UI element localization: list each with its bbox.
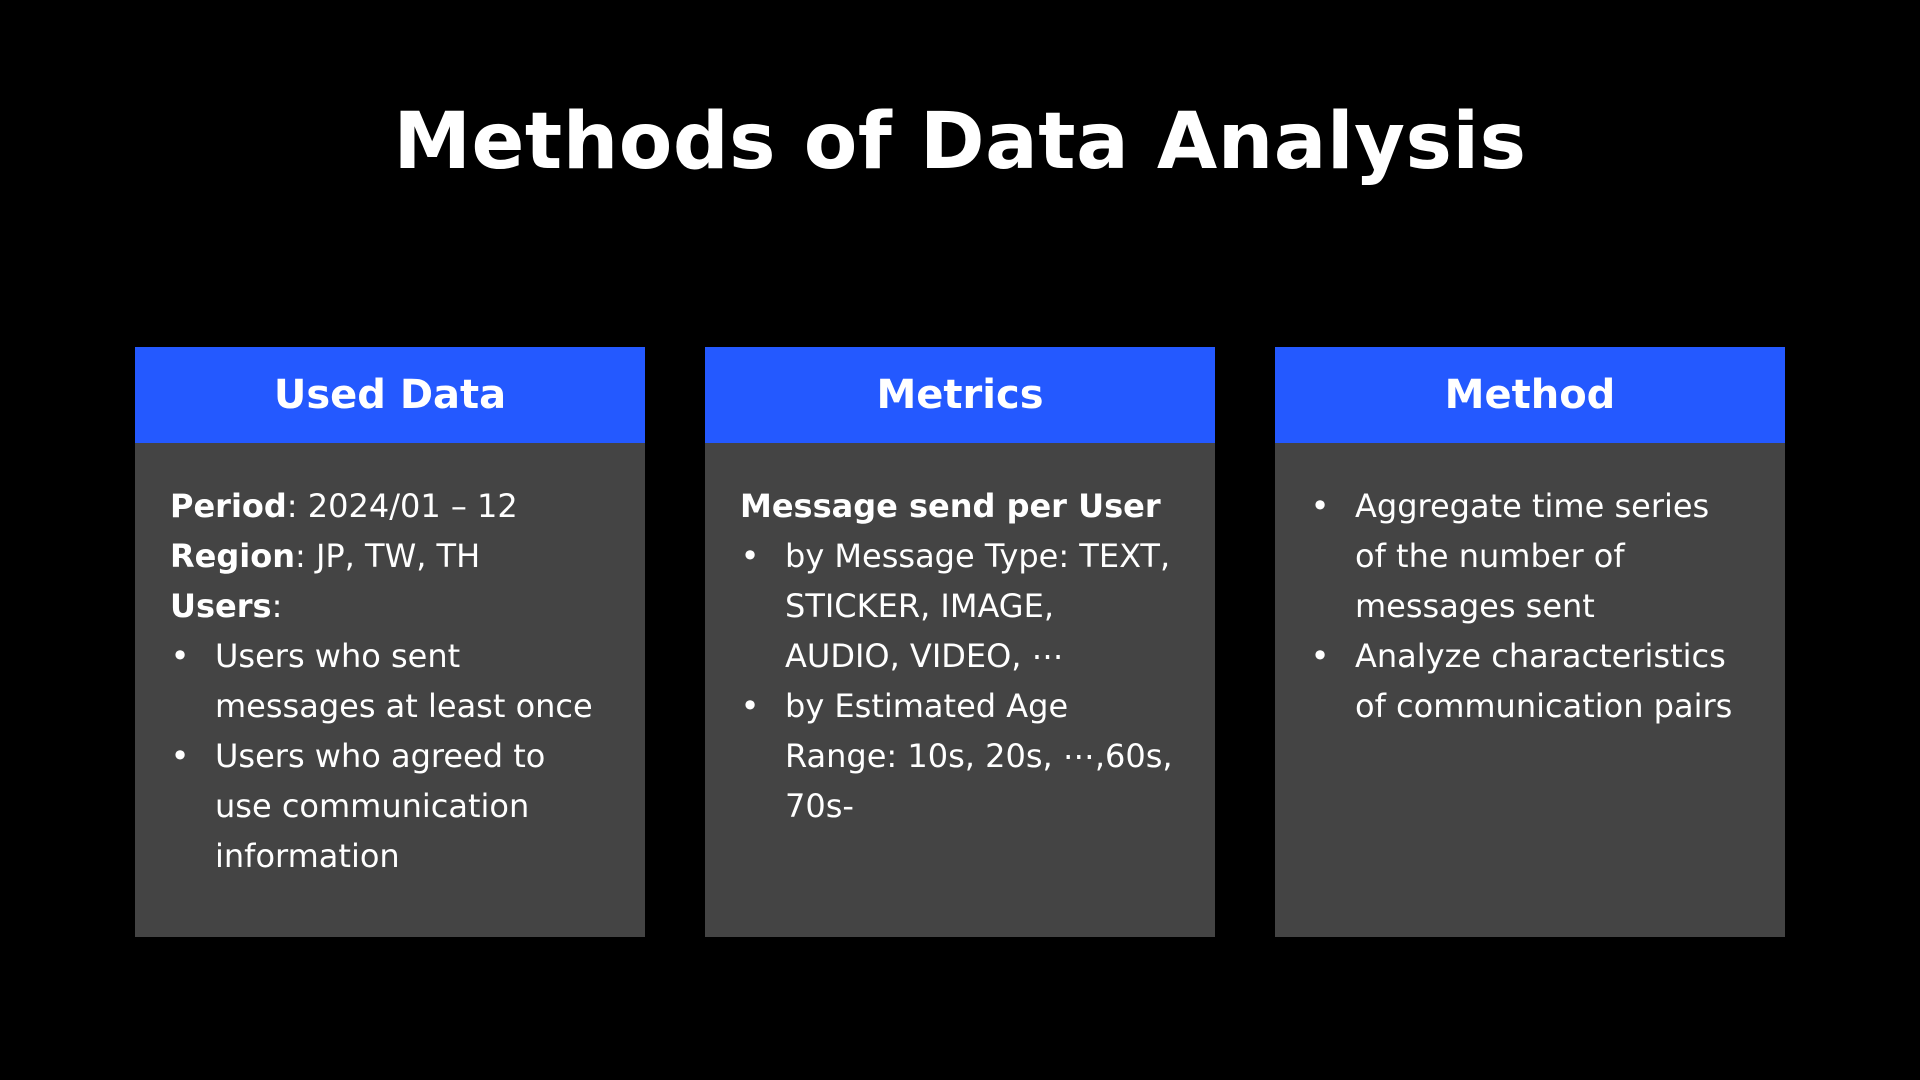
region-label: Region (170, 537, 295, 575)
bullet-icon: • (1310, 637, 1330, 675)
bullet-line: messages sent (1355, 587, 1595, 625)
bullet-line: of the number of (1355, 537, 1625, 575)
method-body: • Aggregate time series of the number of… (1275, 443, 1785, 731)
bullet-line: Users who agreed to (215, 737, 546, 775)
bullet-icon: • (740, 687, 760, 725)
bullet-line: of communication pairs (1355, 687, 1733, 725)
bullet-line: by Estimated Age (785, 687, 1069, 725)
list-item: • Aggregate time series of the number of… (1310, 481, 1755, 631)
period-line: Period: 2024/01 – 12 (170, 481, 615, 531)
users-line: Users: (170, 581, 615, 631)
bullet-icon: • (740, 537, 760, 575)
metrics-bullet-list: • by Message Type: TEXT, STICKER, IMAGE,… (740, 531, 1185, 831)
users-bullet-list: • Users who sent messages at least once … (170, 631, 615, 881)
bullet-line: AUDIO, VIDEO, ⋯ (785, 637, 1064, 675)
list-item: • by Estimated Age Range: 10s, 20s, ⋯,60… (740, 681, 1185, 831)
used-data-header: Used Data (135, 347, 645, 443)
list-item: • by Message Type: TEXT, STICKER, IMAGE,… (740, 531, 1185, 681)
list-item: • Users who agreed to use communication … (170, 731, 615, 881)
used-data-body: Period: 2024/01 – 12 Region: JP, TW, TH … (135, 443, 645, 881)
metrics-body: Message send per User • by Message Type:… (705, 443, 1215, 831)
metrics-card: Metrics Message send per User • by Messa… (705, 347, 1215, 937)
bullet-line: use communication (215, 787, 530, 825)
bullet-icon: • (170, 637, 190, 675)
metrics-header: Metrics (705, 347, 1215, 443)
users-label: Users (170, 587, 272, 625)
bullet-line: 70s- (785, 787, 854, 825)
bullet-line: Analyze characteristics (1355, 637, 1726, 675)
metrics-lead: Message send per User (740, 487, 1161, 525)
method-header: Method (1275, 347, 1785, 443)
used-data-card: Used Data Period: 2024/01 – 12 Region: J… (135, 347, 645, 937)
period-value: : 2024/01 – 12 (286, 487, 518, 525)
method-card: Method • Aggregate time series of the nu… (1275, 347, 1785, 937)
region-line: Region: JP, TW, TH (170, 531, 615, 581)
bullet-line: Aggregate time series (1355, 487, 1710, 525)
list-item: • Analyze characteristics of communicati… (1310, 631, 1755, 731)
users-suffix: : (271, 587, 283, 625)
bullet-icon: • (170, 737, 190, 775)
method-bullet-list: • Aggregate time series of the number of… (1310, 481, 1755, 731)
slide-title: Methods of Data Analysis (393, 97, 1527, 187)
region-value: : JP, TW, TH (294, 537, 481, 575)
bullet-line: by Message Type: TEXT, (785, 537, 1171, 575)
bullet-line: Range: 10s, 20s, ⋯,60s, (785, 737, 1173, 775)
period-label: Period (170, 487, 287, 525)
bullet-line: Users who sent (215, 637, 461, 675)
bullet-line: messages at least once (215, 687, 593, 725)
bullet-line: STICKER, IMAGE, (785, 587, 1054, 625)
bullet-icon: • (1310, 487, 1330, 525)
list-item: • Users who sent messages at least once (170, 631, 615, 731)
bullet-line: information (215, 837, 400, 875)
